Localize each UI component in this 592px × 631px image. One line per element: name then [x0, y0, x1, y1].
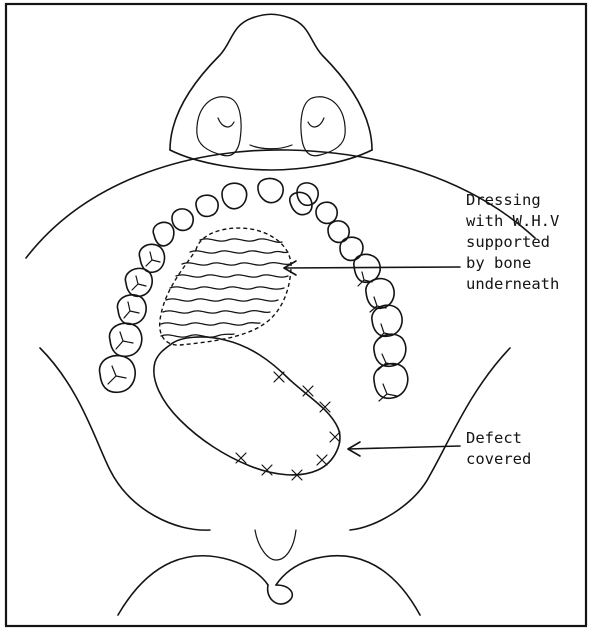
dressing-arrow — [284, 261, 460, 275]
defect-label-line-1: Defect — [466, 428, 531, 449]
dressing-label: Dressing with W.H.V supported by bone un… — [466, 190, 559, 295]
dressing-label-line-4: by bone — [466, 253, 559, 274]
nose — [170, 14, 372, 170]
face-outline — [26, 150, 535, 530]
dressing-label-line-1: Dressing — [466, 190, 559, 211]
defect-label-line-2: covered — [466, 449, 531, 470]
tooth-arch — [100, 179, 408, 401]
dressing-label-line-2: with W.H.V — [466, 211, 559, 232]
defect-label: Defect covered — [466, 428, 531, 470]
dressing-label-line-5: underneath — [466, 274, 559, 295]
sutured-defect — [154, 337, 340, 480]
chin-outline — [118, 530, 420, 615]
dressing-area — [160, 228, 291, 345]
dressing-label-line-3: supported — [466, 232, 559, 253]
